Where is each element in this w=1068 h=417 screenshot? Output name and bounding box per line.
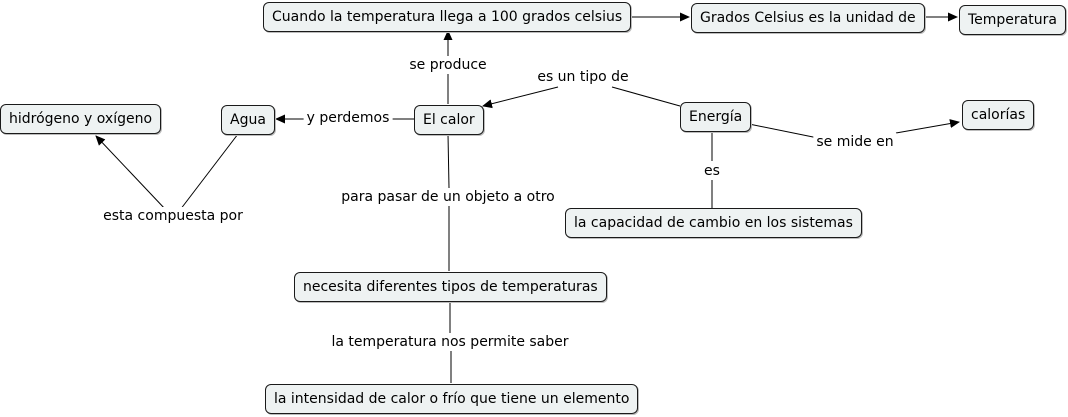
label-es-un-tipo-de: es un tipo de [534,68,632,86]
label-esta-compuesta-por: esta compuesta por [100,207,246,225]
label-se-mide-en: se mide en [813,133,897,151]
node-grados-celsius[interactable]: Grados Celsius es la unidad de [691,3,925,33]
node-temperatura[interactable]: Temperatura [959,5,1066,35]
node-intensidad-calor[interactable]: la intensidad de calor o frío que tiene … [265,384,639,414]
link-esta-compuesta-hidrogeno [95,135,167,211]
label-es: es [701,162,723,180]
label-la-temperatura-nos-permite-saber: la temperatura nos permite saber [328,333,572,351]
node-temp100[interactable]: Cuando la temperatura llega a 100 grados… [263,2,632,32]
link-energia-se-mide-en [748,123,819,139]
link-calor-para-pasar [447,133,450,189]
node-necesita-temperaturas[interactable]: necesita diferentes tipos de temperatura… [294,272,607,302]
label-y-perdemos: y perdemos [303,109,393,127]
node-calorias[interactable]: calorías [962,100,1035,130]
label-para-pasar: para pasar de un objeto a otro [338,188,558,206]
link-es-un-tipo-de-calor [482,86,559,109]
node-agua[interactable]: Agua [221,105,275,135]
node-capacidad-cambio[interactable]: la capacidad de cambio en los sistemas [565,208,862,238]
node-hidrogeno-oxigeno[interactable]: hidrógeno y oxígeno [0,104,162,134]
link-energia-es-un-tipo-de [611,86,681,107]
link-agua-esta-compuesta [179,133,239,211]
node-el-calor[interactable]: El calor [414,105,484,135]
node-energia[interactable]: Energía [680,102,752,132]
label-se-produce: se produce [406,56,490,74]
link-se-mide-en-calorias [895,119,960,134]
